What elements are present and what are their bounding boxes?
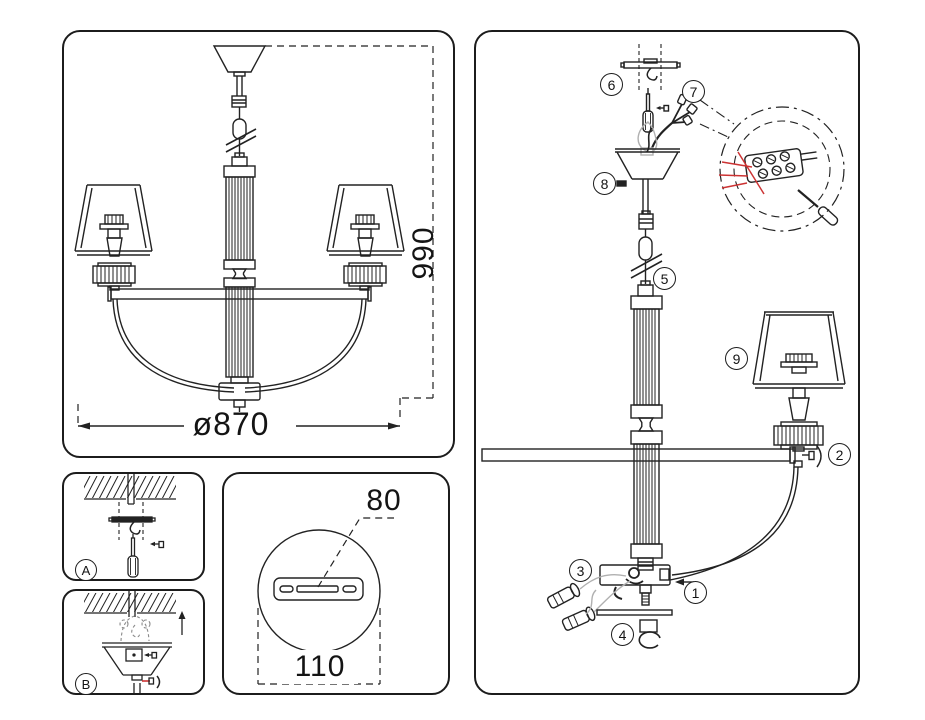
terminal-block xyxy=(744,148,818,183)
detail-a-label: A xyxy=(75,559,97,581)
chandelier-drawing xyxy=(74,45,434,430)
arm-bar xyxy=(481,446,803,468)
right-lamp xyxy=(326,184,405,291)
assembly-drawing xyxy=(481,44,846,649)
callout-3: 3 xyxy=(569,559,592,582)
detail-b-panel: B xyxy=(62,589,205,695)
screw-axes xyxy=(118,502,144,540)
hanging-rod xyxy=(127,474,135,505)
callout-7: 7 xyxy=(682,80,705,103)
ceiling-canopy xyxy=(212,45,267,77)
callout-4: 4 xyxy=(611,623,634,646)
wires-step xyxy=(650,93,735,149)
central-column xyxy=(218,165,261,412)
detail-b-label: B xyxy=(75,673,97,695)
connectors-step xyxy=(546,573,631,631)
mounting-plate xyxy=(273,577,364,601)
finial-screw-step xyxy=(802,445,822,468)
ceiling-hatch xyxy=(84,593,176,612)
plate-width-value: 110 xyxy=(282,650,358,684)
diameter-value: ø870 xyxy=(192,406,270,442)
callout-2: 2 xyxy=(828,443,851,466)
callout-1: 1 xyxy=(684,581,707,604)
suspension-rod-chain xyxy=(225,76,257,167)
small-screwdriver-icon xyxy=(797,189,839,226)
fastener-step xyxy=(596,584,673,649)
dimension-dashes xyxy=(257,517,394,685)
height-value: 990 xyxy=(407,226,440,280)
assembly-panel: 1 2 3 4 5 6 7 8 9 xyxy=(474,30,860,695)
red-wires xyxy=(718,151,765,195)
bracket-step xyxy=(620,44,681,133)
curved-arm xyxy=(669,466,799,581)
dimension-extension-lines xyxy=(77,45,434,426)
suspension-step xyxy=(630,179,663,297)
detail-circle xyxy=(257,529,381,653)
mounting-bracket xyxy=(108,516,156,535)
hanging-rod xyxy=(128,591,136,617)
overview-panel: ø870 990 xyxy=(62,30,455,458)
hub-step xyxy=(599,564,694,600)
hidden-bracket-hook xyxy=(119,615,151,642)
left-lamp xyxy=(74,184,153,291)
plate-panel: 80 110 xyxy=(222,472,450,695)
callout-9: 9 xyxy=(725,347,748,370)
canopy xyxy=(102,642,172,676)
ceiling-hatch xyxy=(84,476,176,498)
curved-arms xyxy=(112,298,367,393)
terminal-detail-circle xyxy=(718,106,845,232)
hole-spacing-value: 80 xyxy=(366,484,402,517)
arm-bar xyxy=(107,286,372,302)
up-arrow xyxy=(178,611,186,635)
callout-5: 5 xyxy=(653,267,676,290)
bottom-screw xyxy=(131,674,161,689)
side-screw-icon xyxy=(144,651,158,659)
shade-step xyxy=(752,311,846,452)
canopy-step xyxy=(615,127,680,187)
callout-8: 8 xyxy=(593,172,616,195)
callout-6: 6 xyxy=(600,73,623,96)
screw-icon xyxy=(150,540,165,549)
detail-a-panel: A xyxy=(62,472,205,581)
diameter-dimension xyxy=(78,422,400,430)
canopy-stem xyxy=(133,683,141,693)
detail-a-drawing xyxy=(84,474,176,578)
screwdriver-icon xyxy=(127,534,139,578)
detail-b-drawing xyxy=(84,591,186,693)
column-step xyxy=(630,295,663,571)
